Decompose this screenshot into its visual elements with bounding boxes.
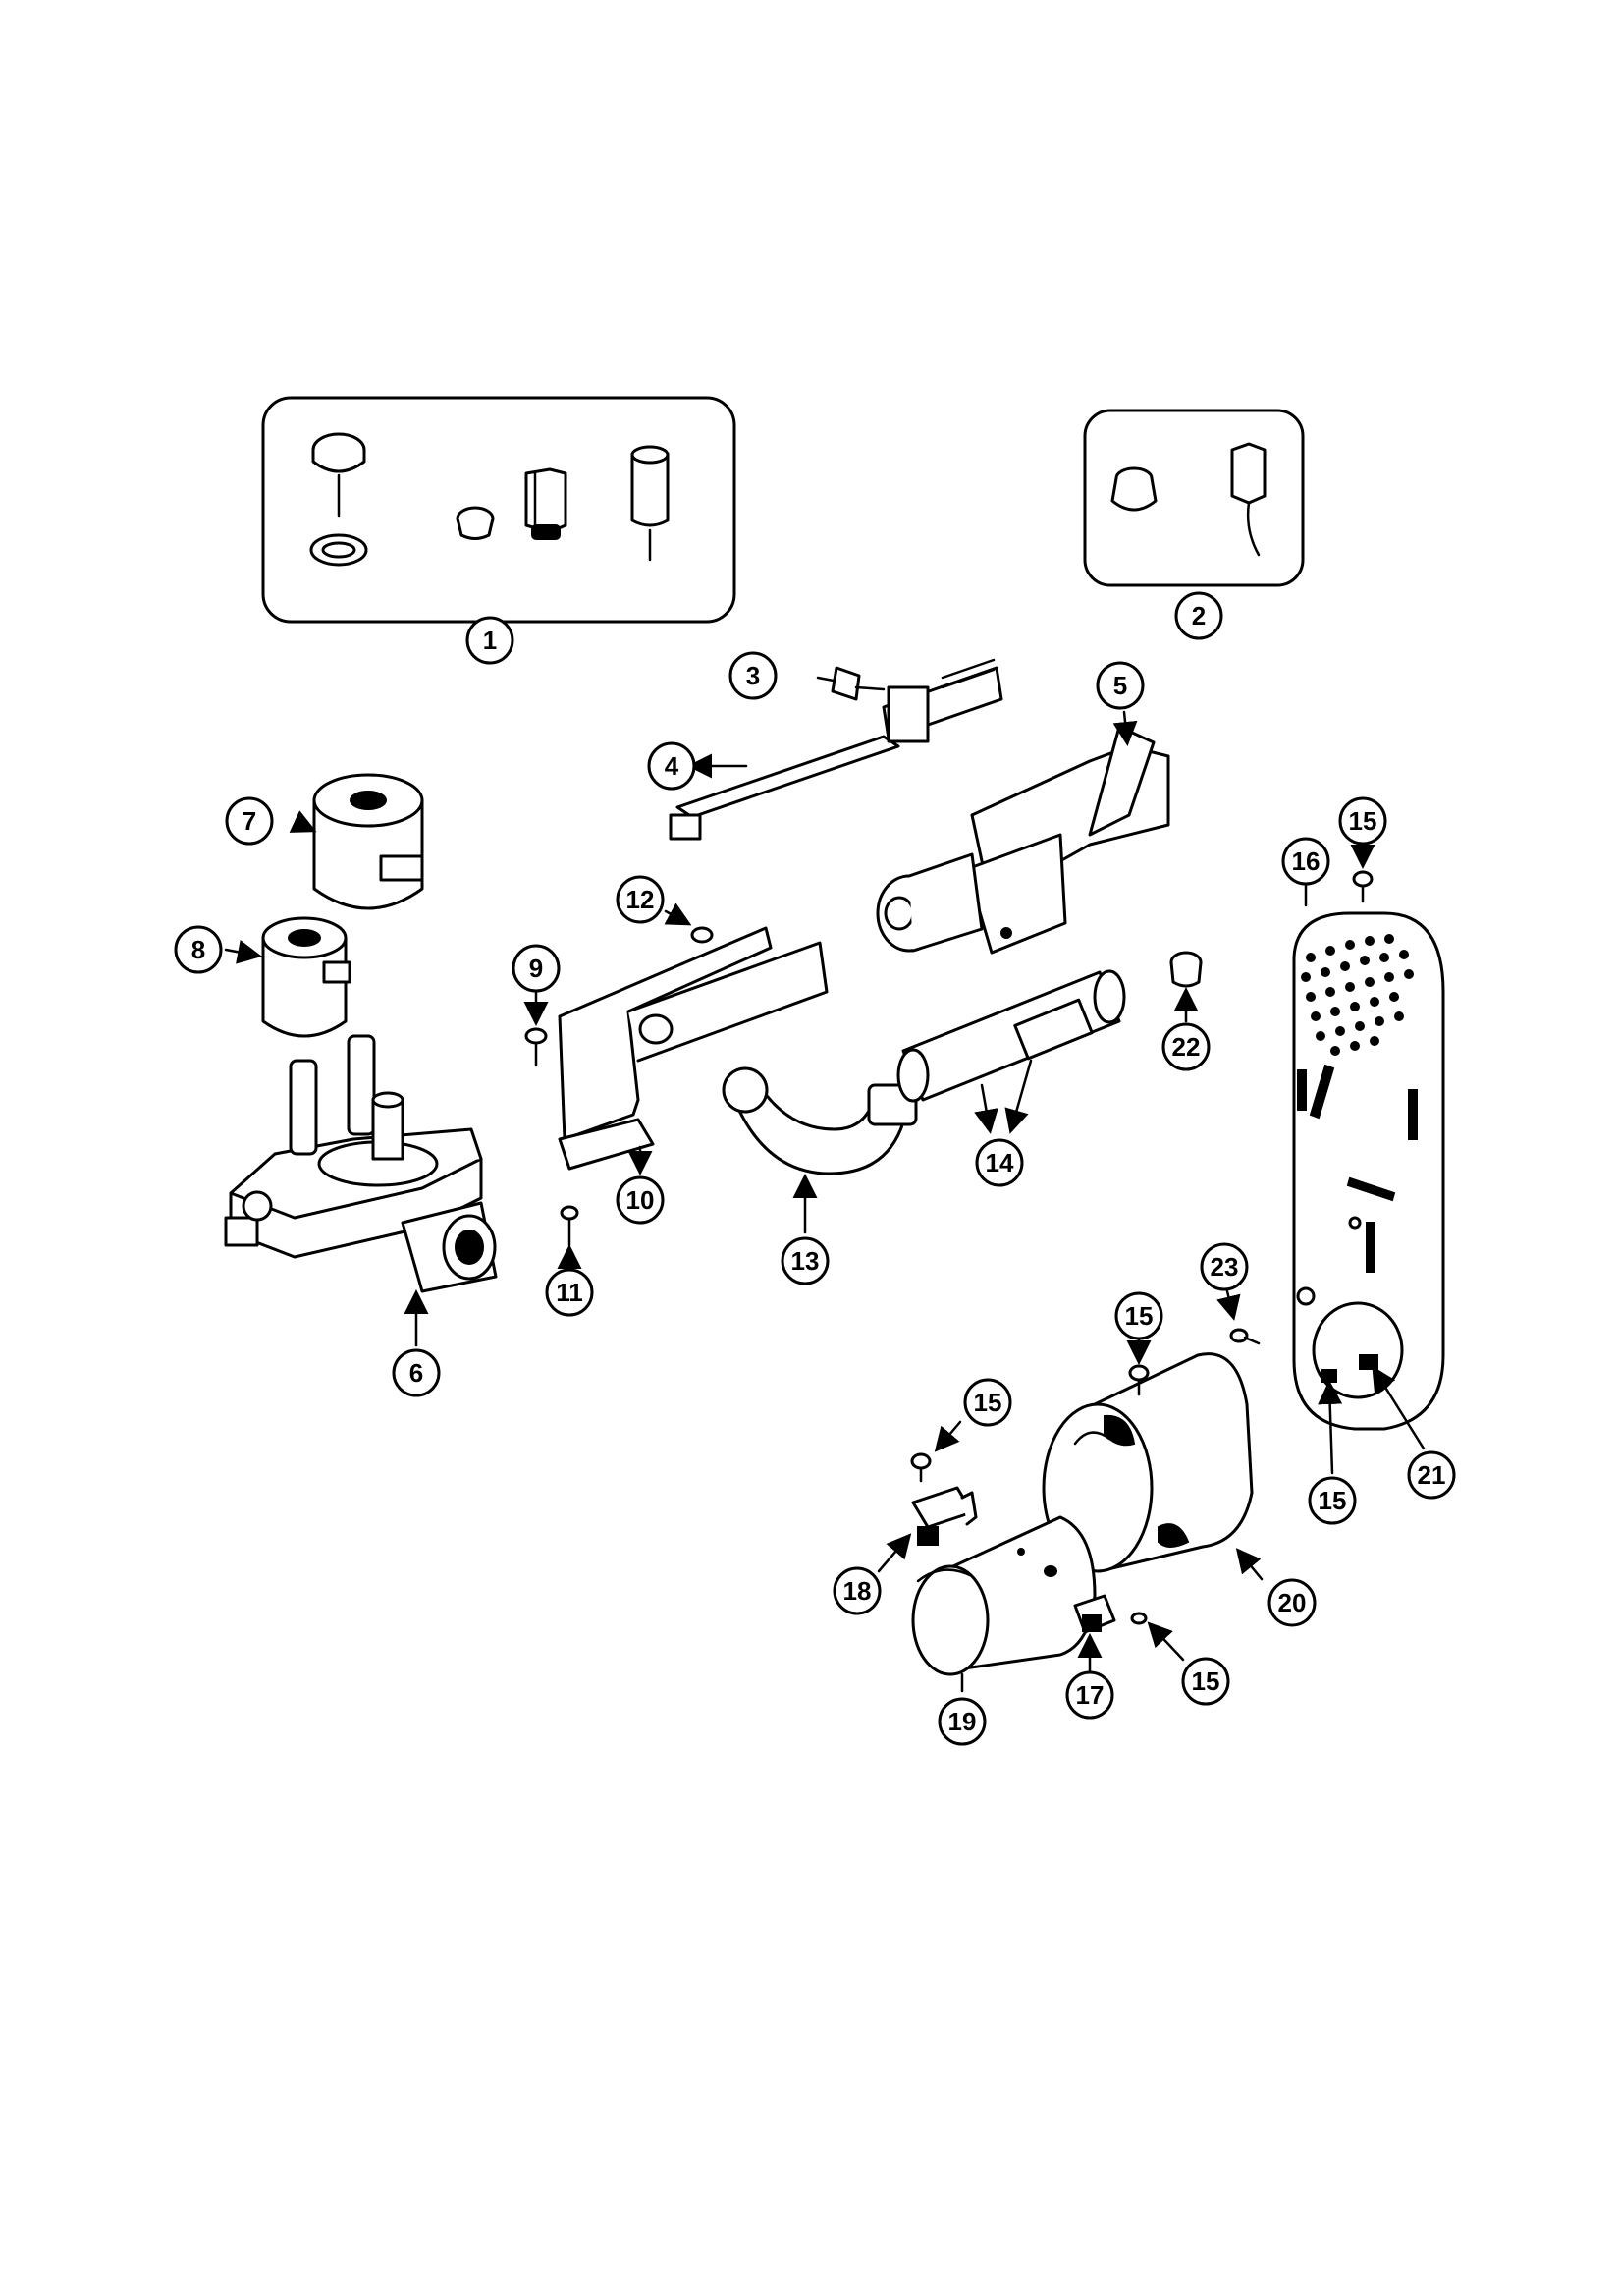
callout-23: 23 [1200, 1242, 1249, 1291]
svg-text:22: 22 [1172, 1032, 1201, 1062]
svg-text:19: 19 [948, 1707, 977, 1736]
callout-12: 12 [616, 875, 665, 924]
svg-text:14: 14 [986, 1148, 1014, 1177]
callout-19: 19 [938, 1697, 987, 1746]
callout-9: 9 [512, 944, 561, 993]
part-9-screw [523, 990, 549, 1067]
svg-text:9: 9 [529, 954, 543, 983]
callout-15-17: 15 [1181, 1657, 1230, 1706]
callout-17: 17 [1065, 1670, 1114, 1720]
svg-text:20: 20 [1278, 1588, 1307, 1617]
part-15-screw-18 [910, 1420, 962, 1483]
svg-text:5: 5 [1113, 671, 1127, 700]
part-12-screw [664, 902, 714, 944]
callout-8: 8 [174, 925, 223, 974]
callout-21: 21 [1407, 1450, 1456, 1500]
part-15-screw-17 [1147, 1621, 1185, 1662]
callout-11: 11 [545, 1268, 594, 1317]
svg-text:15: 15 [1192, 1667, 1220, 1696]
svg-text:11: 11 [556, 1278, 583, 1307]
part-21-indicator [1372, 1365, 1426, 1450]
callout-6: 6 [392, 1348, 441, 1397]
svg-text:12: 12 [626, 885, 655, 914]
callout-18: 18 [833, 1566, 882, 1615]
svg-text:23: 23 [1211, 1252, 1239, 1282]
part-15-screw-panel [1318, 1380, 1343, 1475]
svg-text:3: 3 [746, 661, 760, 690]
svg-text:2: 2 [1192, 601, 1206, 630]
callout-22: 22 [1161, 1022, 1211, 1071]
callout-15-18: 15 [963, 1378, 1012, 1427]
callout-3: 3 [728, 651, 778, 700]
svg-text:15: 15 [974, 1388, 1002, 1417]
callout-20: 20 [1267, 1578, 1317, 1627]
part-18-thermostat [877, 1486, 978, 1573]
svg-text:8: 8 [191, 935, 205, 964]
svg-text:21: 21 [1418, 1460, 1446, 1490]
part-8-coil [224, 916, 351, 1038]
svg-text:16: 16 [1292, 847, 1321, 876]
part-15-screw-top [1350, 843, 1375, 903]
callout-1: 1 [465, 616, 514, 665]
svg-text:17: 17 [1076, 1680, 1105, 1710]
callout-4: 4 [647, 741, 696, 791]
callout-15-top: 15 [1338, 796, 1387, 846]
svg-text:1: 1 [483, 626, 497, 655]
part-19-cylinder [911, 1515, 1097, 1693]
part-4-sensor-bracket [669, 658, 1003, 841]
svg-text:15: 15 [1349, 806, 1377, 836]
callout-16: 16 [1281, 837, 1330, 886]
callout-15-chamber: 15 [1114, 1291, 1163, 1340]
kit-1-box [261, 396, 736, 624]
part-13-elbow-pipe [722, 1066, 918, 1234]
part-3-screw [816, 666, 886, 701]
callout-13: 13 [781, 1236, 830, 1285]
part-17-thermostat [1073, 1594, 1148, 1673]
svg-text:18: 18 [843, 1576, 872, 1606]
part-16-housing-panel [1292, 882, 1445, 1431]
callout-5: 5 [1096, 661, 1145, 710]
svg-text:13: 13 [791, 1246, 820, 1276]
svg-text:4: 4 [665, 751, 679, 781]
part-23-screw [1216, 1289, 1261, 1345]
part-11-screw [557, 1205, 582, 1271]
part-15-screw-chamber [1126, 1339, 1152, 1396]
part-14-pipe [896, 969, 1126, 1134]
part-7-coil [289, 773, 424, 910]
callout-14: 14 [975, 1138, 1024, 1187]
svg-text:15: 15 [1319, 1486, 1347, 1515]
svg-text:10: 10 [626, 1185, 655, 1215]
part-22-plug [1169, 951, 1203, 1023]
kit-2-box [1083, 409, 1305, 587]
part-5-burner [876, 710, 1170, 955]
svg-text:6: 6 [409, 1358, 423, 1388]
svg-text:7: 7 [243, 806, 256, 836]
callout-10: 10 [616, 1175, 665, 1225]
svg-text:15: 15 [1125, 1301, 1154, 1331]
callout-15-panel: 15 [1308, 1476, 1357, 1525]
callout-7: 7 [225, 796, 274, 846]
callout-2: 2 [1174, 591, 1223, 640]
part-10-bracket [558, 926, 829, 1175]
part-6-gas-valve [224, 1034, 498, 1347]
